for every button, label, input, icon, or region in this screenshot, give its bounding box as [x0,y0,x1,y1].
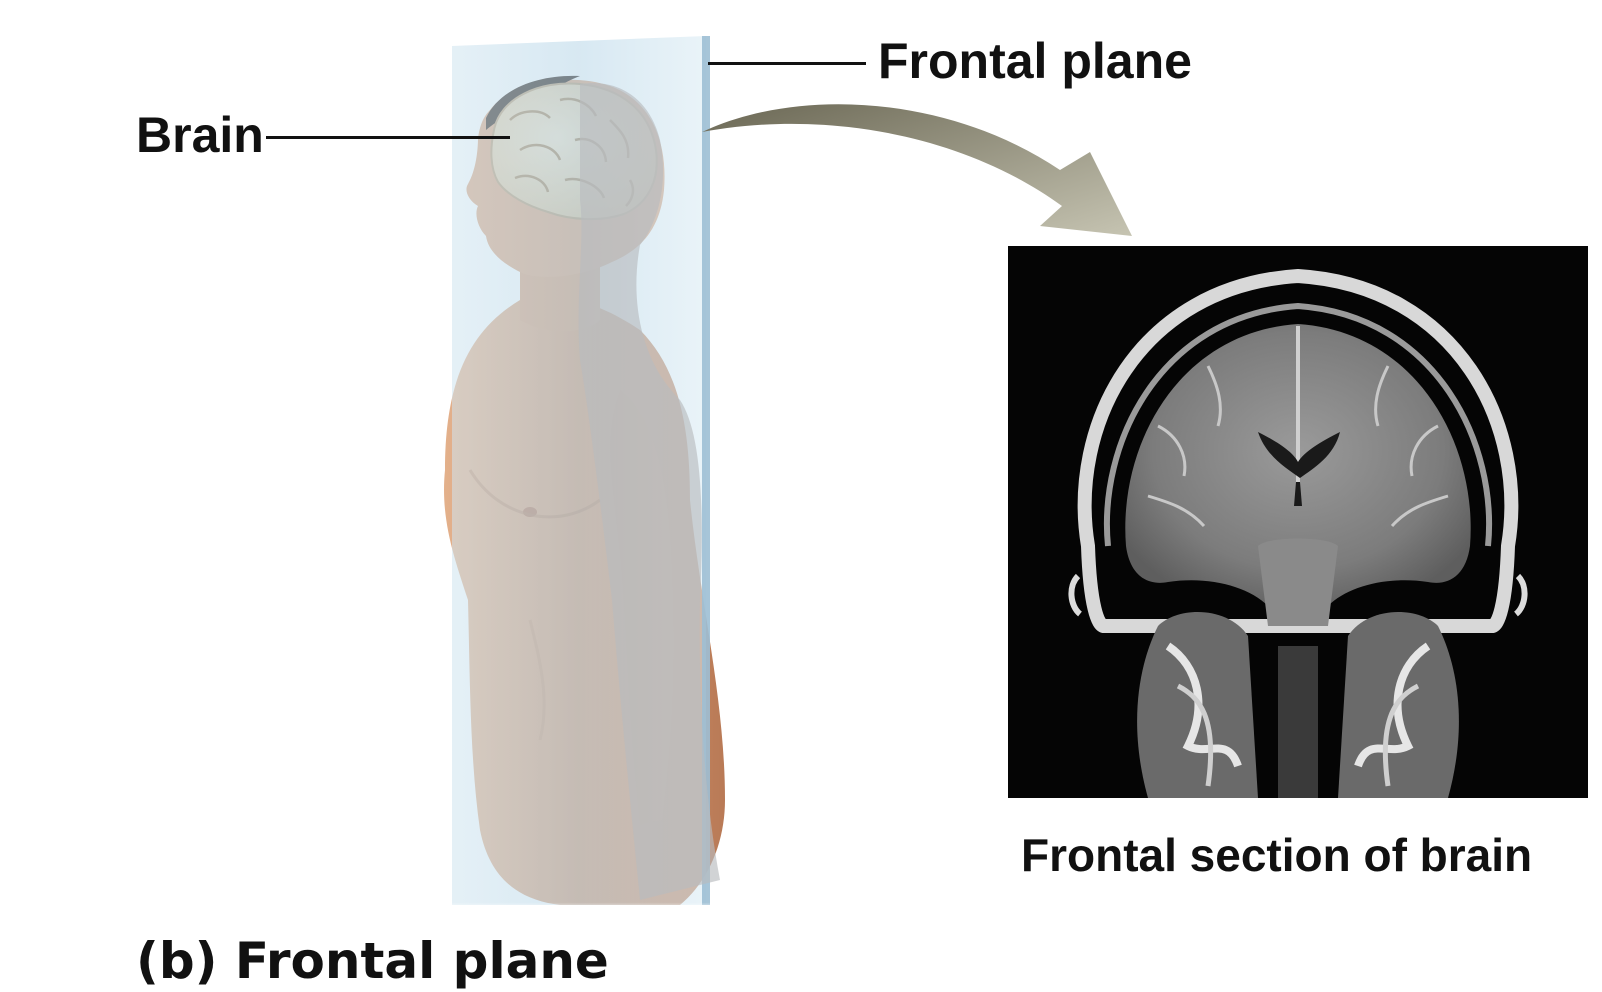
frontal-plane-leader-line [708,62,866,65]
section-arrow [702,104,1132,236]
brain-leader-line [266,136,510,139]
section-label: Frontal section of brain [1021,829,1533,881]
frontal-plane-sheet [440,36,740,910]
frontal-plane-label: Frontal plane [878,33,1192,89]
figure-caption: (b) Frontal plane [136,932,609,990]
mri-frontal-section [1008,246,1588,798]
brain-label: Brain [136,107,264,163]
